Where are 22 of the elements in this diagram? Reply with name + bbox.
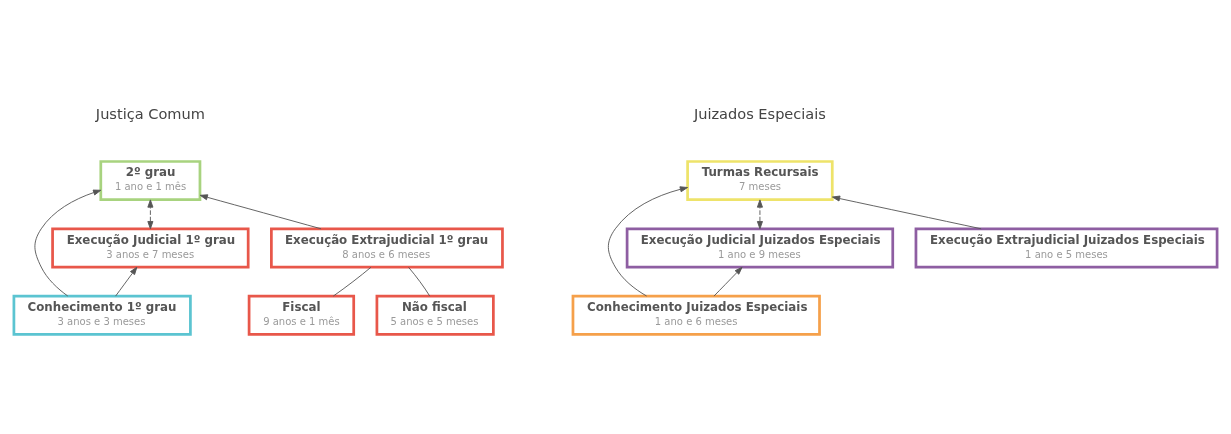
node-box: Execução Extrajudicial 1º grau 8 anos e 6 meses bbox=[270, 227, 504, 269]
arrow bbox=[147, 199, 154, 230]
arrow bbox=[115, 266, 138, 297]
node-box: Execução Judicial 1º grau 3 anos e 7 meses bbox=[51, 227, 250, 269]
node-box: 2º grau 1 ano e 1 mês bbox=[99, 160, 202, 202]
arrow bbox=[199, 194, 322, 230]
label: Justiça Comum bbox=[95, 105, 205, 123]
arrow bbox=[756, 199, 763, 230]
arrow bbox=[607, 186, 689, 297]
node-box: Fiscal 9 anos e 1 mês bbox=[247, 294, 356, 336]
node-box: Turmas Recursais 7 meses bbox=[686, 160, 834, 202]
label: Juizados Especiais bbox=[693, 105, 826, 123]
node-box: Não fiscal 5 anos e 5 meses bbox=[375, 294, 495, 336]
node-box: Execução Judicial Juizados Especiais 1 ano e 9 meses bbox=[625, 227, 895, 269]
node-box: Conhecimento Juizados Especiais 1 ano e 6 meses bbox=[571, 294, 821, 336]
arrow bbox=[713, 266, 743, 297]
arrow bbox=[831, 195, 982, 230]
node-box: Conhecimento 1º grau 3 anos e 3 meses bbox=[12, 294, 192, 336]
arrow bbox=[34, 189, 102, 297]
node-box: Execução Extrajudicial Juizados Especiais 1 ano e 5 meses bbox=[914, 227, 1219, 269]
connector bbox=[332, 266, 372, 297]
connector bbox=[408, 266, 431, 297]
